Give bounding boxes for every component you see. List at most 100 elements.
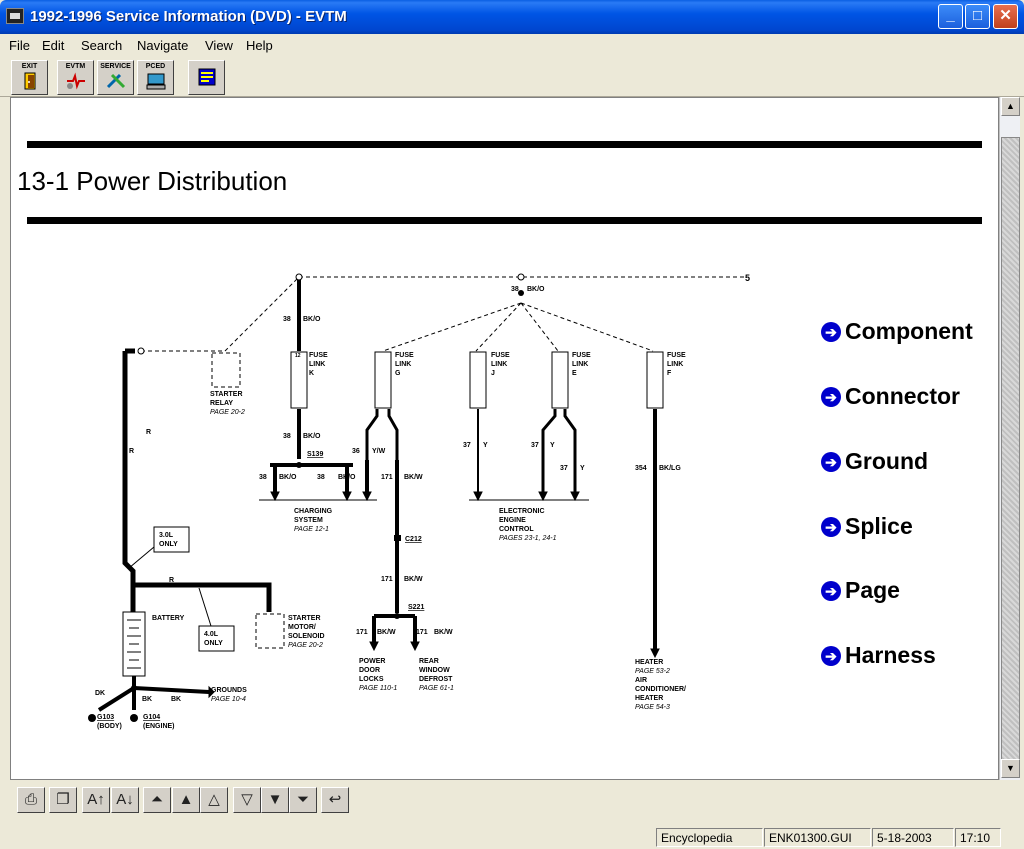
svg-text:PAGE 53-2: PAGE 53-2 <box>635 668 670 675</box>
menu-help[interactable]: Help <box>246 38 273 53</box>
link-connector[interactable]: ➔Connector <box>821 383 960 410</box>
wire-171-d: 171 <box>416 629 428 636</box>
wire-r-1: R <box>129 448 134 455</box>
svg-text:ELECTRONIC: ELECTRONIC <box>499 508 545 515</box>
wire-bkw-a: BK/W <box>404 474 423 481</box>
close-button[interactable]: ✕ <box>993 4 1018 29</box>
back-icon[interactable]: ↩ <box>321 787 349 813</box>
svg-text:HEATER: HEATER <box>635 659 663 666</box>
service-button[interactable]: SERVICE <box>97 60 134 95</box>
splice-s139-dot <box>296 462 302 468</box>
wire-bkw-b: BK/W <box>404 576 423 583</box>
heater-label: HEATER PAGE 53-2 AIR CONDITIONER/ HEATER… <box>635 659 686 711</box>
starter-relay-label: STARTER RELAY PAGE 20-2 <box>210 391 245 416</box>
splice-s139: S139 <box>307 451 323 458</box>
computer-icon <box>146 73 165 90</box>
wire-38-left: 38 <box>259 474 267 481</box>
arrow-right-icon: ➔ <box>821 452 841 472</box>
starter-motor-box <box>255 613 285 649</box>
link-splice[interactable]: ➔Splice <box>821 513 913 540</box>
last-page-icon[interactable]: ⏷ <box>289 787 317 813</box>
window-title: 1992-1996 Service Information (DVD) - EV… <box>30 8 347 25</box>
svg-text:CONTROL: CONTROL <box>499 526 534 533</box>
note-30l-box <box>153 526 190 553</box>
line-down-icon[interactable]: ▽ <box>233 787 261 813</box>
fuse-k-label: FUSE LINK K <box>309 352 328 377</box>
svg-text:LINK: LINK <box>572 361 588 368</box>
svg-text:E: E <box>572 370 577 377</box>
svg-text:PAGE 20-2: PAGE 20-2 <box>288 642 323 649</box>
menu-view[interactable]: View <box>205 38 233 53</box>
wire-y-e1: Y <box>550 442 555 449</box>
menu-search[interactable]: Search <box>81 38 123 53</box>
link-harness[interactable]: ➔Harness <box>821 642 936 669</box>
wiring-icon <box>66 72 85 90</box>
wire-38-k: 38 <box>283 316 291 323</box>
line-up-icon[interactable]: △ <box>200 787 228 813</box>
wire-bklg: BK/LG <box>659 465 681 472</box>
wire-bkw-c: BK/W <box>377 629 396 636</box>
scroll-up-arrow[interactable]: ▲ <box>1001 97 1020 116</box>
exit-door-icon <box>24 72 35 90</box>
navigation-bar: ⎙ ❐ A↑ A↓ ⏶ ▲ △ ▽ ▼ ⏷ ↩ <box>0 781 1024 825</box>
app-icon[interactable] <box>6 8 24 24</box>
svg-text:CHARGING: CHARGING <box>294 508 333 515</box>
document-icon <box>198 68 215 86</box>
menu-file[interactable]: File <box>9 38 30 53</box>
fuse-link-j <box>469 351 487 409</box>
svg-text:ONLY: ONLY <box>204 640 223 647</box>
minimize-button[interactable]: _ <box>938 4 963 29</box>
page-up-icon[interactable]: ▲ <box>172 787 200 813</box>
document-view: 13-1 Power Distribution <box>10 97 999 780</box>
wiring-diagram: 5 38 BK/O 38 BK/O 38 BK/O S139 38 BK/O 3… <box>88 273 750 730</box>
arrow-right-icon: ➔ <box>821 581 841 601</box>
wire-171-b: 171 <box>381 576 393 583</box>
document-button[interactable] <box>188 60 225 95</box>
font-larger-icon[interactable]: A↑ <box>82 787 110 813</box>
status-time: 17:10 <box>955 828 1001 847</box>
link-page[interactable]: ➔Page <box>821 577 900 604</box>
evtm-button[interactable]: EVTM <box>57 60 94 95</box>
copy-icon[interactable]: ❐ <box>49 787 77 813</box>
svg-text:LINK: LINK <box>667 361 683 368</box>
maximize-button[interactable]: □ <box>965 4 990 29</box>
scroll-down-arrow[interactable]: ▼ <box>1001 759 1020 778</box>
node-relay <box>137 347 145 355</box>
svg-text:G: G <box>395 370 401 377</box>
font-smaller-icon[interactable]: A↓ <box>111 787 139 813</box>
note-40l-box <box>198 625 235 652</box>
svg-text:STARTER: STARTER <box>288 615 321 622</box>
wire-37-e1: 37 <box>531 442 539 449</box>
title-bar[interactable]: 1992-1996 Service Information (DVD) - EV… <box>0 0 1024 34</box>
toolbar: EXIT EVTM SERVICE PCED <box>0 57 1024 97</box>
menu-edit[interactable]: Edit <box>42 38 65 53</box>
svg-text:FUSE: FUSE <box>309 352 328 359</box>
wire-dk: DK <box>95 690 105 697</box>
arrow-right-icon: ➔ <box>821 387 841 407</box>
svg-text:LOCKS: LOCKS <box>359 676 384 683</box>
svg-text:PAGE 12-1: PAGE 12-1 <box>294 526 329 533</box>
svg-text:ONLY: ONLY <box>159 541 178 548</box>
status-file: ENK01300.GUI <box>764 828 871 847</box>
page-title: 13-1 Power Distribution <box>17 166 288 196</box>
fuse-j-label: FUSE LINK J <box>491 352 510 377</box>
grounds-label: GROUNDS PAGE 10-4 <box>211 687 247 703</box>
exit-button[interactable]: EXIT <box>11 60 48 95</box>
link-component[interactable]: ➔Component <box>821 318 973 345</box>
link-ground[interactable]: ➔Ground <box>821 448 928 475</box>
svg-text:DEFROST: DEFROST <box>419 676 453 683</box>
wire-bko-top: BK/O <box>527 286 545 293</box>
pced-button[interactable]: PCED <box>137 60 174 95</box>
first-page-icon[interactable]: ⏶ <box>143 787 171 813</box>
scroll-thumb[interactable] <box>1001 137 1020 760</box>
vertical-scrollbar[interactable]: ▲ ▼ <box>999 97 1020 780</box>
starter-relay-box <box>211 352 241 388</box>
menu-navigate[interactable]: Navigate <box>137 38 189 53</box>
g103-sub: (BODY) <box>97 723 122 730</box>
page-down-icon[interactable]: ▼ <box>261 787 289 813</box>
print-icon[interactable]: ⎙ <box>17 787 45 813</box>
svg-text:WINDOW: WINDOW <box>419 667 450 674</box>
svg-text:K: K <box>309 370 314 377</box>
status-bar: Encyclopedia ENK01300.GUI 5-18-2003 17:1… <box>0 825 1024 849</box>
engine-control-label: ELECTRONIC ENGINE CONTROL PAGES 23-1, 24… <box>499 508 557 542</box>
